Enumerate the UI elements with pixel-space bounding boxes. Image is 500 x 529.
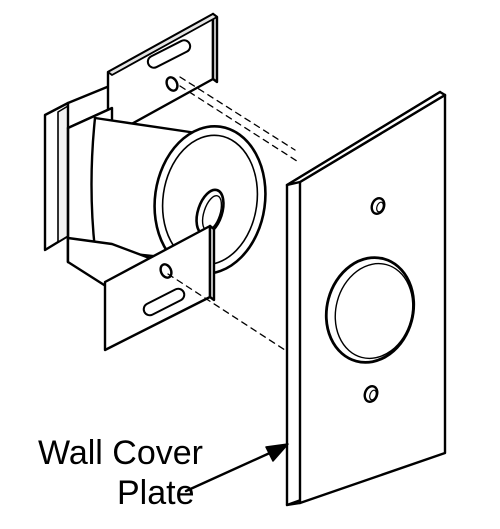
callout-label-line-1: Wall Cover	[38, 434, 203, 472]
bottom-ear-slot	[142, 287, 186, 317]
plate-center-opening	[324, 256, 416, 364]
callout-label-line-2: Plate	[117, 474, 195, 512]
wall-cover-plate	[285, 90, 447, 507]
magnet-cylinder	[90, 116, 267, 275]
top-ear-screw-hole	[165, 76, 179, 92]
top-ear-slot	[146, 39, 192, 69]
bracket-top-ear	[106, 12, 219, 139]
callout-arrow	[184, 443, 289, 493]
